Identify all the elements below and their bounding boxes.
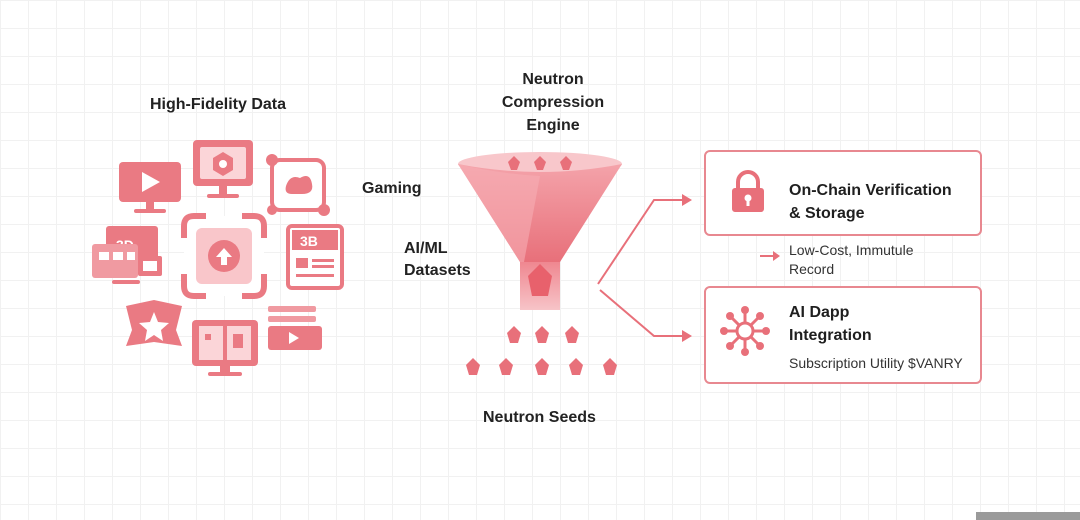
neutron-seeds <box>466 326 617 375</box>
dapp-subtitle: Subscription Utility $VANRY <box>789 355 963 371</box>
high-fidelity-data-title: High-Fidelity Data <box>150 96 287 113</box>
onchain-card: On-Chain Verification & Storage <box>704 150 982 236</box>
onchain-note-line2: Record <box>789 261 835 277</box>
arrowhead-onchain <box>682 194 692 206</box>
branch-arrows <box>597 199 690 337</box>
engine-title-line3: Engine <box>526 117 580 134</box>
star-tile-icon <box>126 300 182 346</box>
onchain-title-line1: On-Chain Verification <box>789 182 952 199</box>
arrowhead-dapp <box>682 330 692 342</box>
dapp-card: AI Dapp Integration Subscription Utility… <box>704 286 982 384</box>
aiml-label: AI/ML Datasets <box>404 238 484 282</box>
3d-card-icon: 3B <box>286 224 344 290</box>
cube-monitor-icon <box>193 140 253 198</box>
neutron-seeds-label: Neutron Seeds <box>483 409 596 426</box>
aiml-label-line2: Datasets <box>404 262 471 279</box>
network-icon <box>720 306 770 356</box>
dapp-title-line2: Integration <box>789 327 872 344</box>
svg-text:3B: 3B <box>300 233 318 249</box>
onchain-title-line2: & Storage <box>789 205 865 222</box>
aiml-label-line1: AI/ML <box>404 240 448 257</box>
video-monitor-icon <box>119 162 181 213</box>
dapp-title-line1: AI Dapp <box>789 304 850 321</box>
upload-frame-icon <box>181 213 267 299</box>
corner-tab <box>976 512 1080 520</box>
compression-funnel <box>458 152 622 310</box>
onchain-note: Low-Cost, Immutule Record <box>789 241 979 279</box>
onchain-note-line1: Low-Cost, Immutule <box>789 242 914 258</box>
engine-title-line2: Compression <box>501 94 605 111</box>
brain-node-icon <box>266 154 330 216</box>
note-arrow-icon <box>760 251 780 261</box>
onchain-title: On-Chain Verification & Storage <box>789 179 952 225</box>
lock-icon <box>732 170 764 212</box>
3d-screens-icon: 3D <box>92 226 162 284</box>
dapp-title: AI Dapp Integration <box>789 301 872 347</box>
funnel-gems <box>508 156 572 170</box>
engine-title-line1: Neutron <box>522 71 584 88</box>
engine-title: Neutron Compression Engine <box>498 68 608 137</box>
book-monitor-icon <box>192 320 258 376</box>
video-stack-icon <box>268 306 322 350</box>
gaming-label: Gaming <box>362 180 422 197</box>
